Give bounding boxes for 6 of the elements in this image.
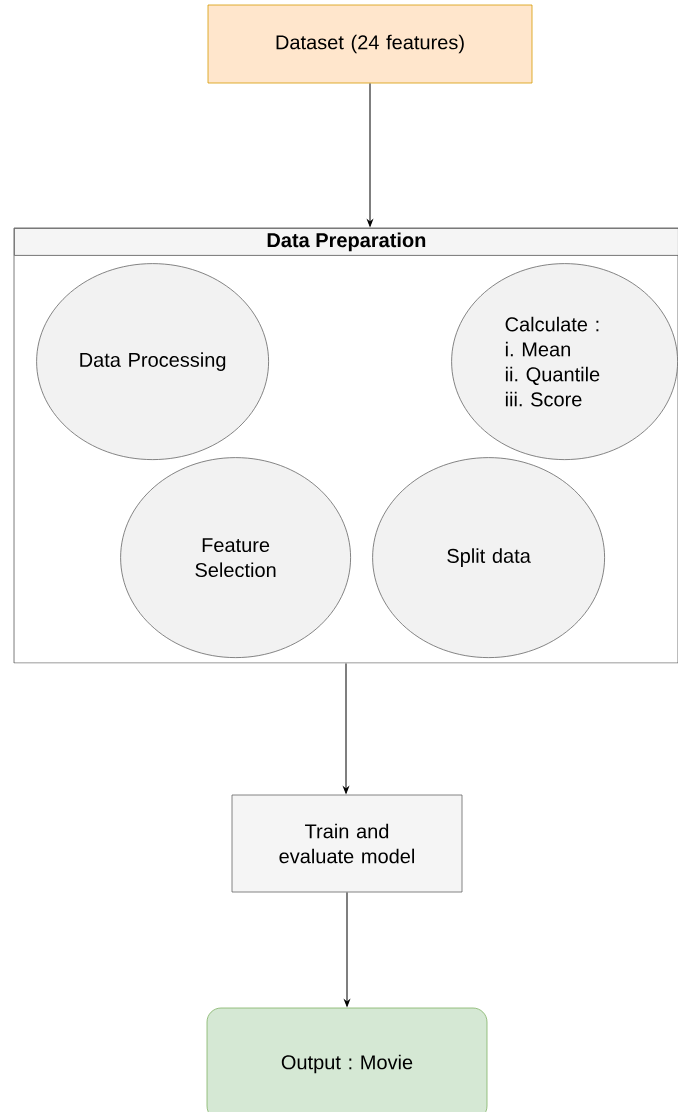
arrow xyxy=(344,891,350,1007)
dataset-box: Dataset (24 features) xyxy=(207,4,533,84)
arrow xyxy=(367,82,373,227)
process-box: Train and evaluate model xyxy=(231,794,463,893)
arrow xyxy=(343,662,349,794)
output-box: Output : Movie xyxy=(206,1007,488,1112)
